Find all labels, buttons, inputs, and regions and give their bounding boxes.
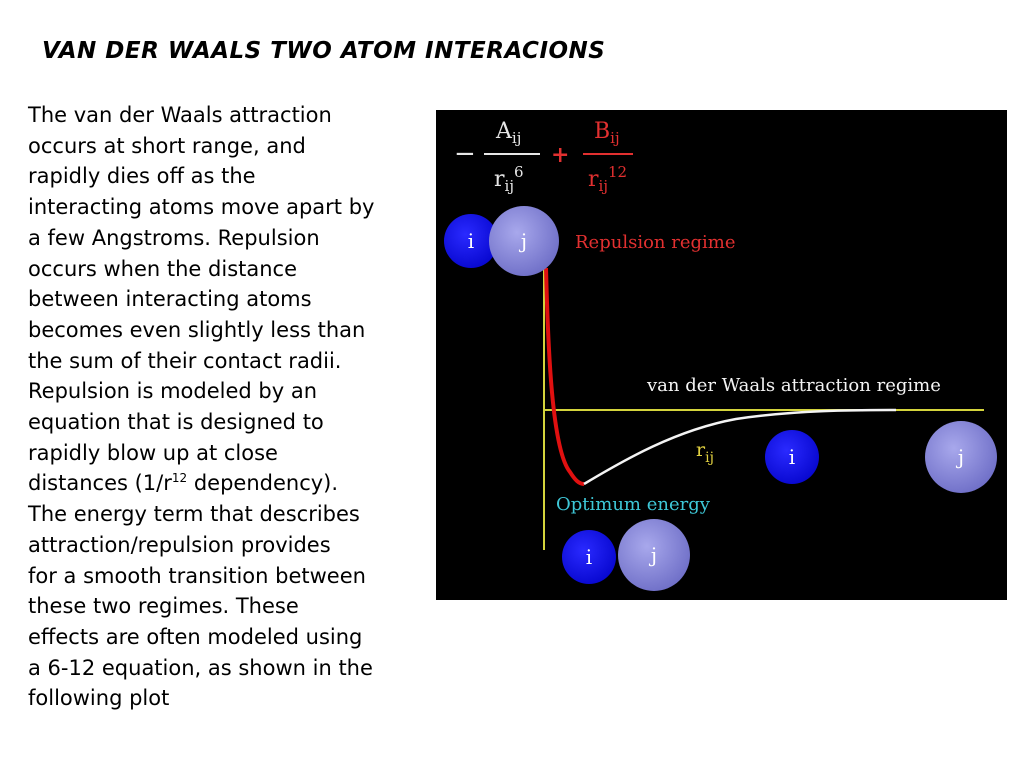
text-line: between interacting atoms [28,287,312,312]
repulsion-regime-label: Repulsion regime [575,232,735,253]
text-line: for a smooth transition between [28,563,366,588]
text-line: interacting atoms move apart by [28,195,375,220]
distance-label: rij [696,439,714,466]
text-line: following plot [28,686,170,711]
term1-numerator: Aij [495,119,521,147]
term2-numerator: Bij [594,119,620,147]
text-line: rapidly dies off as the [28,164,256,189]
text-line: The energy term that describes [28,502,360,527]
attraction-curve [583,408,897,486]
optimum-energy-label: Optimum energy [556,494,711,515]
text-line: a 6-12 equation, as shown in the [28,655,373,680]
dependency-pre: distances (1/r [28,471,172,496]
lennard-jones-equation: − Aij rij6 + Bij rij12 [454,119,633,195]
atom-i-optimum [562,530,616,584]
atom-i-label: i [789,445,795,469]
text-line: attraction/repulsion provides [28,532,331,557]
atom-j-label: j [649,543,657,567]
diagram-canvas: − Aij rij6 + Bij rij12 i j i j i j R [444,119,997,591]
text-line: The van der Waals attraction [28,103,332,127]
text-line: a few Angstroms. Repulsion [28,225,320,250]
potential-energy-diagram: − Aij rij6 + Bij rij12 i j i j i j R [436,110,1007,600]
term2-denominator: rij12 [588,163,627,195]
atom-j-optimum [618,519,690,591]
text-line: Repulsion is modeled by an [28,379,318,404]
text-line: occurs at short range, and [28,133,306,158]
dependency-exponent: 12 [171,471,188,486]
text-line: these two regimes. These [28,594,299,619]
repulsion-curve [544,267,585,486]
atom-i-label: i [586,545,592,569]
atom-j-label: j [519,229,527,253]
slide-title: VAN DER WAALS TWO ATOM INTERACIONS [42,38,606,64]
attraction-regime-label: van der Waals attraction regime [646,375,941,396]
text-line: effects are often modeled using [28,624,363,649]
term1-denominator: rij6 [494,163,524,195]
atom-j-repulsion [489,206,559,276]
equation-minus: − [454,139,476,169]
atom-i-label: i [468,229,474,253]
text-line: the sum of their contact radii. [28,348,342,373]
equation-plus: + [551,142,569,168]
dependency-post: dependency). [187,471,339,496]
text-line-dependency: distances (1/r12 dependency). [28,468,423,499]
text-line: occurs when the distance [28,256,298,281]
text-line: equation that is designed to [28,410,324,435]
atom-j-separated [925,421,997,493]
text-line: rapidly blow up at close [28,440,278,465]
atom-i-separated [765,430,819,484]
atom-i-repulsion [444,214,498,268]
atom-j-label: j [956,445,964,469]
text-line: becomes even slightly less than [28,317,366,342]
explanation-text: The van der Waals attraction occurs at s… [28,100,423,714]
